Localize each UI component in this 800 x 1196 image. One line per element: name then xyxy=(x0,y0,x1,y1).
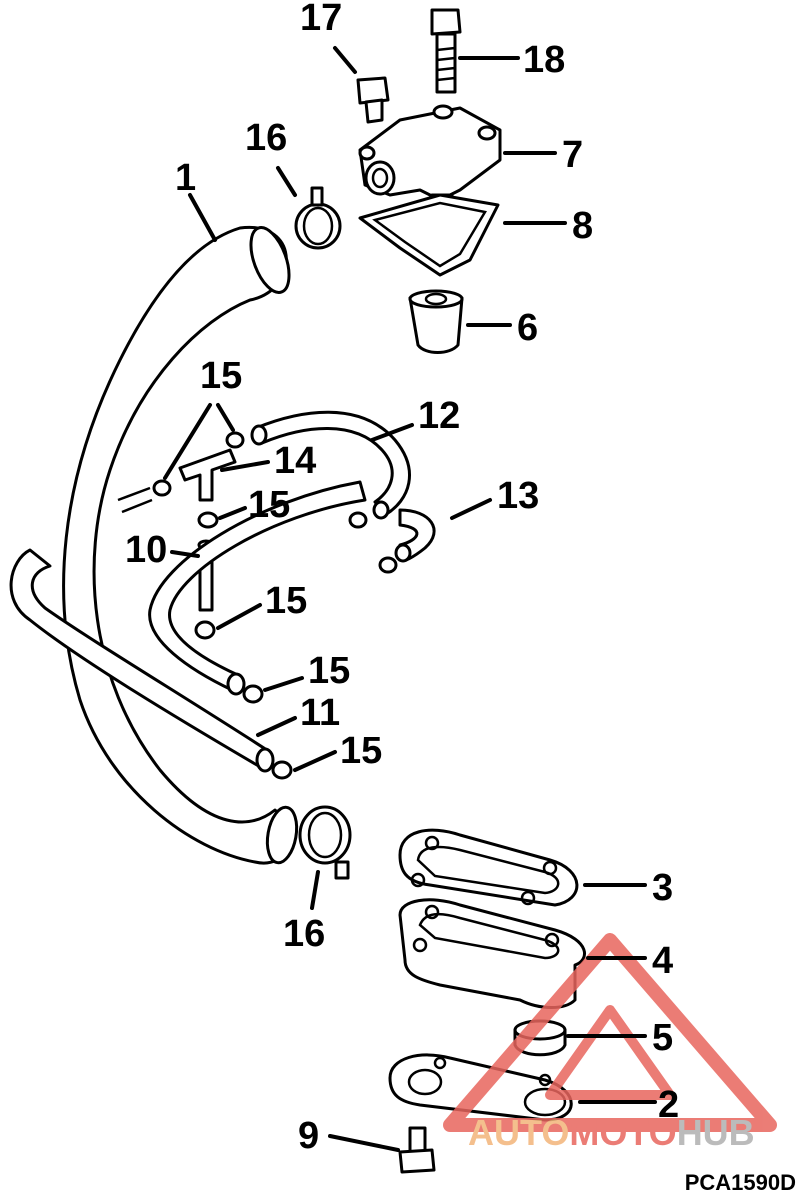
hose-part-12 xyxy=(250,410,411,520)
callout-15b: 15 xyxy=(248,484,290,526)
watermark-text-auto: AUTO xyxy=(468,1112,569,1153)
callout-8: 8 xyxy=(572,205,593,247)
tee-fitting-part-14 xyxy=(178,448,237,502)
leader-lines xyxy=(163,46,657,1152)
callout-13: 13 xyxy=(497,475,539,517)
callout-14: 14 xyxy=(274,440,316,482)
callout-4: 4 xyxy=(652,940,673,982)
watermark-logo: AUTOMOTOHUB xyxy=(443,933,777,1153)
callout-16-bottom: 16 xyxy=(283,913,325,955)
watermark-triangle-icon xyxy=(443,933,777,1132)
callout-3: 3 xyxy=(652,867,673,909)
hose-part-13 xyxy=(394,508,436,563)
hose-part-1 xyxy=(62,225,299,865)
gasket-part-8 xyxy=(358,193,500,277)
watermark-text-hub: HUB xyxy=(677,1112,755,1153)
callout-15c: 15 xyxy=(265,580,307,622)
callout-6: 6 xyxy=(517,307,538,349)
callout-5: 5 xyxy=(652,1017,673,1059)
callout-16-top: 16 xyxy=(245,117,287,159)
callout-18: 18 xyxy=(523,39,565,81)
watermark-text-moto: MOTO xyxy=(569,1112,676,1153)
plug-part-6 xyxy=(408,289,464,354)
bolt-part-18 xyxy=(430,8,462,94)
callout-15d: 15 xyxy=(308,650,350,692)
callout-1: 1 xyxy=(175,157,196,199)
callout-12: 12 xyxy=(418,395,460,437)
small-clamps-part-15 xyxy=(117,431,398,780)
callout-10: 10 xyxy=(125,529,167,571)
callout-9: 9 xyxy=(298,1115,319,1157)
callout-11: 11 xyxy=(300,692,340,734)
bolt-part-17 xyxy=(356,76,390,124)
watermark-inner-triangle-icon xyxy=(545,1005,675,1100)
callout-15a: 15 xyxy=(200,355,242,397)
base-part-4 xyxy=(398,898,586,1009)
large-clamp-part-16-top xyxy=(294,186,342,250)
callout-15e: 15 xyxy=(340,730,382,772)
large-clamp-part-16-bottom xyxy=(298,805,352,880)
callout-7: 7 xyxy=(562,134,583,176)
callout-17: 17 xyxy=(300,0,342,39)
hose-part-11 xyxy=(9,548,275,773)
gasket-part-3 xyxy=(398,828,579,907)
hose-loop-middle xyxy=(148,480,367,696)
bolt-part-9 xyxy=(398,1126,436,1174)
svg-text:AUTOMOTOHUB: AUTOMOTOHUB xyxy=(468,1112,755,1153)
drawing-code: PCA1590D xyxy=(685,1170,796,1195)
callout-2: 2 xyxy=(658,1084,679,1126)
callout-numbers: 1 2 3 4 5 6 7 8 9 10 11 12 13 14 15 15 1… xyxy=(125,0,679,1157)
